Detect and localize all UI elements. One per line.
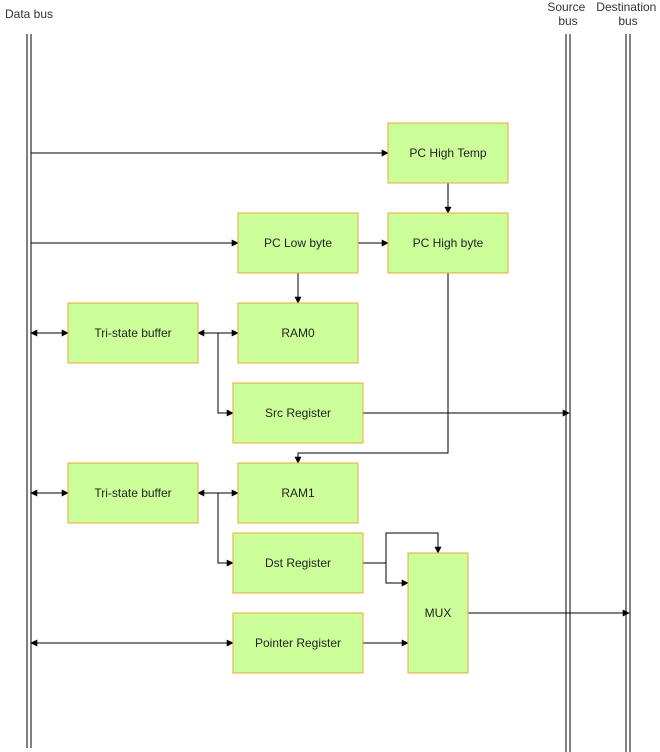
- connector-tristate2-to-dst-register: [217, 493, 234, 567]
- block-src-register: Src Register: [232, 382, 364, 444]
- block-tristate-buffer-1: Tri-state buffer: [67, 302, 199, 364]
- block-pc-high-byte: PC High byte: [387, 212, 509, 274]
- block-mux: MUX: [407, 552, 469, 674]
- connector-tristate1-to-src-register: [217, 333, 234, 417]
- block-pc-high-temp: PC High Temp: [387, 122, 509, 184]
- dst-register-label: Dst Register: [265, 556, 331, 570]
- block-ram1: RAM1: [237, 462, 359, 524]
- block-tristate-buffer-2: Tri-state buffer: [67, 462, 199, 524]
- connector-dst-register-to-mux-side: [385, 563, 409, 587]
- block-pc-low-byte: PC Low byte: [237, 212, 359, 274]
- pc-high-byte-label: PC High byte: [413, 236, 484, 250]
- ram1-label: RAM1: [281, 486, 315, 500]
- tristate-buffer-1-label: Tri-state buffer: [94, 326, 171, 340]
- mux-label: MUX: [425, 606, 452, 620]
- source-bus-line: [565, 34, 571, 752]
- src-register-label: Src Register: [265, 406, 331, 420]
- connector-dst-register-to-mux-top: [363, 532, 442, 564]
- pc-high-temp-label: PC High Temp: [409, 146, 486, 160]
- data-bus-line: [26, 34, 32, 748]
- block-pointer-register: Pointer Register: [232, 612, 364, 674]
- tristate-buffer-2-label: Tri-state buffer: [94, 486, 171, 500]
- block-ram0: RAM0: [237, 302, 359, 364]
- connector-pc-high-byte-to-ram1: [294, 273, 449, 464]
- pointer-register-label: Pointer Register: [255, 636, 341, 650]
- pc-low-byte-label: PC Low byte: [264, 236, 332, 250]
- data-bus-label: Data bus: [5, 7, 53, 21]
- ram0-label: RAM0: [281, 326, 315, 340]
- destination-bus-line: [625, 34, 631, 752]
- source-bus-label: Source bus: [547, 0, 588, 28]
- destination-bus-label: Destination bus: [596, 0, 659, 28]
- block-dst-register: Dst Register: [232, 532, 364, 594]
